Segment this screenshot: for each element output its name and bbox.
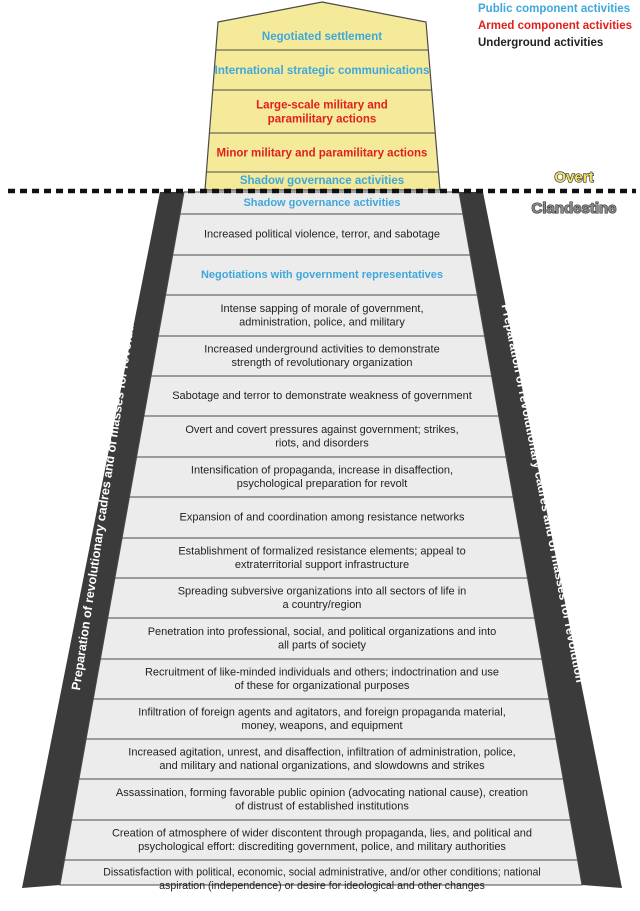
clandestine-level-label: aspiration (independence) or desire for … <box>159 880 485 892</box>
clandestine-level-label: Sabotage and terror to demonstrate weakn… <box>172 390 472 402</box>
clandestine-level-label: and military and national organizations,… <box>159 760 485 772</box>
clandestine-level-label: riots, and disorders <box>275 437 369 449</box>
clandestine-level-label: psychological preparation for revolt <box>237 478 408 490</box>
clandestine-level-label: of these for organizational purposes <box>235 680 410 692</box>
clandestine-level-label: psychological effort: discrediting gover… <box>138 841 506 853</box>
clandestine-level-label: Overt and covert pressures against gover… <box>185 424 458 436</box>
clandestine-level-label: Dissatisfaction with political, economic… <box>103 866 541 878</box>
clandestine-level-label: administration, police, and military <box>239 316 405 328</box>
overt-zone-label: Overt <box>554 169 593 186</box>
overt-level-label: Shadow governance activities <box>240 175 404 187</box>
overt-section <box>204 1 441 191</box>
clandestine-level-label: all parts of society <box>278 639 367 651</box>
clandestine-level-label: strength of revolutionary organization <box>232 357 413 369</box>
clandestine-level-label: Increased underground activities to demo… <box>204 343 439 355</box>
legend: Public component activities Armed compon… <box>478 1 632 52</box>
clandestine-level-label: Intensification of propaganda, increase … <box>191 464 453 476</box>
clandestine-level-label: of distrust of established institutions <box>235 800 409 812</box>
clandestine-level-label: money, weapons, and equipment <box>241 720 402 732</box>
overt-level-label: International strategic communications <box>215 65 430 77</box>
clandestine-level-label: Shadow governance activities <box>243 197 400 209</box>
clandestine-level-label: Assassination, forming favorable public … <box>116 787 528 799</box>
legend-public: Public component activities <box>478 3 631 15</box>
clandestine-level-label: a country/region <box>283 599 362 611</box>
clandestine-level-label: Establishment of formalized resistance e… <box>178 545 465 557</box>
clandestine-level-label: Creation of atmosphere of wider disconte… <box>112 827 532 839</box>
overt-level-label: paramilitary actions <box>268 114 377 126</box>
overt-level-label: Large-scale military and <box>256 100 388 112</box>
clandestine-level-label: Infiltration of foreign agents and agita… <box>138 706 506 718</box>
clandestine-zone-label: Clandestine <box>531 200 616 217</box>
clandestine-level-label: Penetration into professional, social, a… <box>148 626 497 638</box>
clandestine-level-label: Intense sapping of morale of government, <box>220 303 423 315</box>
legend-underground: Underground activities <box>478 37 604 49</box>
overt-level-label: Minor military and paramilitary actions <box>217 148 428 160</box>
legend-armed: Armed component activities <box>478 20 633 32</box>
clandestine-level-label: Spreading subversive organizations into … <box>178 585 467 597</box>
clandestine-level-label: Increased political violence, terror, an… <box>204 229 440 241</box>
clandestine-level-label: Recruitment of like-minded individuals a… <box>145 666 499 678</box>
clandestine-level-label: Negotiations with government representat… <box>201 269 443 281</box>
clandestine-level-label: Increased agitation, unrest, and disaffe… <box>128 746 515 758</box>
overt-level-label: Negotiated settlement <box>262 31 382 43</box>
clandestine-level-label: extraterritorial support infrastructure <box>235 559 409 571</box>
right-side-band <box>459 192 622 888</box>
left-side-band <box>22 192 184 888</box>
clandestine-level-label: Expansion of and coordination among resi… <box>180 512 465 524</box>
